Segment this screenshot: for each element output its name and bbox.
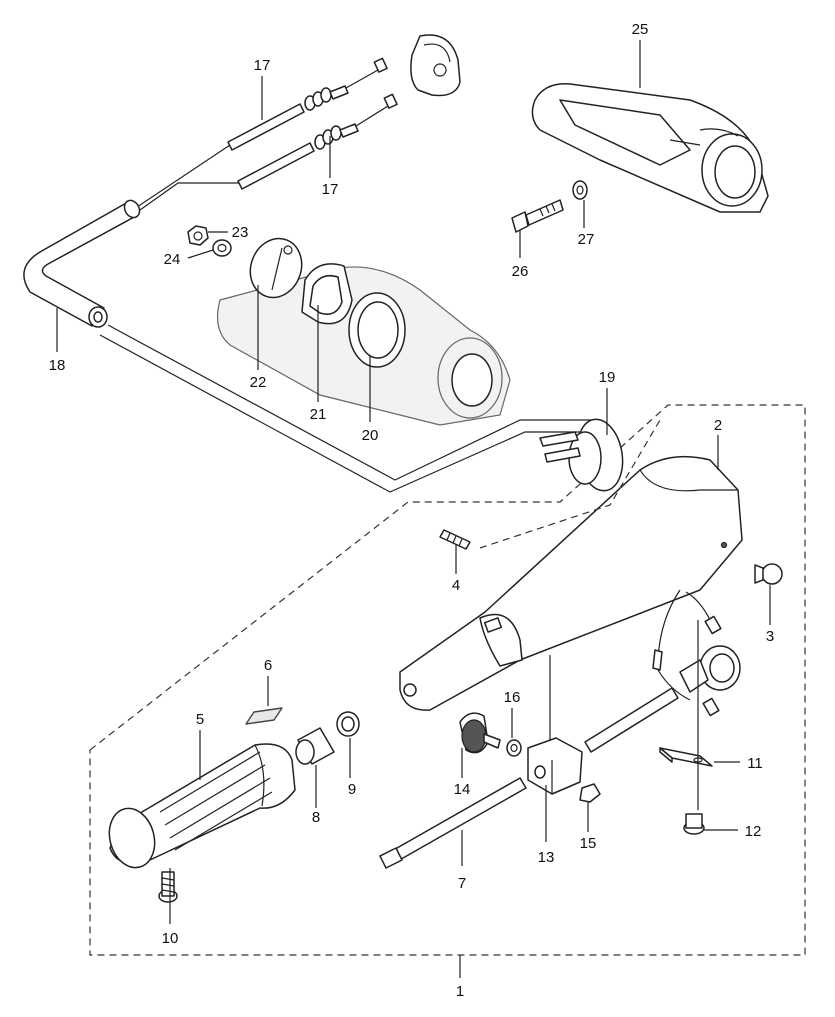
bolt-26 xyxy=(511,199,564,233)
cable-cover-block xyxy=(410,34,461,97)
callout-19: 19 xyxy=(599,369,616,386)
callout-7: 7 xyxy=(458,875,466,892)
callout-20: 20 xyxy=(362,427,379,444)
sleeve-8 xyxy=(295,727,335,765)
callout-25: 25 xyxy=(632,21,649,38)
grommet-19 xyxy=(539,418,624,492)
washer-16 xyxy=(506,739,522,757)
callout-13: 13 xyxy=(538,849,555,866)
callout-15: 15 xyxy=(580,835,597,852)
callout-1: 1 xyxy=(456,983,464,1000)
callout-10: 10 xyxy=(162,930,179,947)
nut-23 xyxy=(187,225,209,246)
washer-27 xyxy=(572,180,588,200)
label-6 xyxy=(245,707,283,725)
nut-15 xyxy=(579,783,601,803)
rod-7 xyxy=(379,777,527,869)
callout-23: 23 xyxy=(232,224,249,241)
gasket-21 xyxy=(301,263,353,325)
callout-5: 5 xyxy=(196,711,204,728)
cap-3 xyxy=(754,563,783,585)
block-13 xyxy=(527,737,583,795)
grip-5 xyxy=(108,743,296,869)
callout-3: 3 xyxy=(766,628,774,645)
bracket-25 xyxy=(531,83,769,213)
callout-17-lower: 17 xyxy=(322,181,339,198)
callout-17-upper: 17 xyxy=(254,57,271,74)
stud-4 xyxy=(439,529,471,550)
leader-lines xyxy=(56,40,771,978)
callout-8: 8 xyxy=(312,809,320,826)
callout-18: 18 xyxy=(49,357,66,374)
plate-11 xyxy=(659,747,713,767)
callout-16: 16 xyxy=(504,689,521,706)
assembly-boundary xyxy=(89,404,806,956)
cable-lower xyxy=(237,93,398,190)
screw-12 xyxy=(683,813,705,835)
tiller-body-2 xyxy=(399,455,743,711)
plate-22 xyxy=(249,237,303,299)
callout-22: 22 xyxy=(250,374,267,391)
bent-tube xyxy=(23,199,141,328)
screw-10 xyxy=(158,871,178,903)
cable-route xyxy=(99,144,600,493)
callout-24: 24 xyxy=(164,251,181,268)
callout-27: 27 xyxy=(578,231,595,248)
wire-harness xyxy=(584,589,741,753)
callout-4: 4 xyxy=(452,577,460,594)
callout-6: 6 xyxy=(264,657,272,674)
callout-11: 11 xyxy=(747,755,763,772)
callout-14: 14 xyxy=(454,781,471,798)
callout-labels: 1 2 3 4 5 6 7 8 9 10 11 12 13 14 15 16 1… xyxy=(49,21,775,1000)
washer-24 xyxy=(212,239,232,257)
bushing-9 xyxy=(336,711,360,737)
callout-21: 21 xyxy=(310,406,327,423)
callout-2: 2 xyxy=(714,417,722,434)
knob-14 xyxy=(459,712,501,754)
cable-upper xyxy=(227,57,388,151)
callout-9: 9 xyxy=(348,781,356,798)
ring-20 xyxy=(348,292,406,368)
leader-stud-grommet xyxy=(479,419,661,549)
callout-12: 12 xyxy=(745,823,762,840)
callout-26: 26 xyxy=(512,263,529,280)
